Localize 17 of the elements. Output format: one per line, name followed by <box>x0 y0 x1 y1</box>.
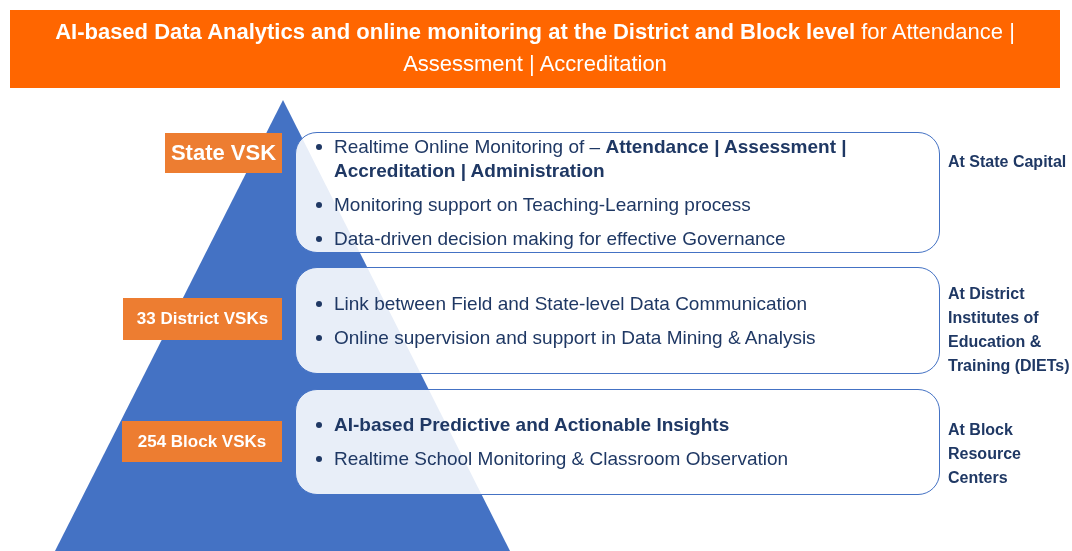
bullet-point-text: AI-based Predictive and Actionable Insights <box>314 413 925 437</box>
bullet-point-text: Realtime Online Monitoring of – Attendance | Assessment | Accreditation | Administration <box>314 134 925 183</box>
bullet-point-text: Data-driven decision making for effective Governance <box>314 226 925 251</box>
info-card <box>295 389 940 495</box>
location-label: At District Institutes of Education & Training (DIETs) <box>948 284 1071 376</box>
bullet-point-text: Monitoring support on Teaching-Learning process <box>314 192 925 217</box>
bullet-point-text: Realtime School Monitoring & Classroom Observation <box>314 447 925 471</box>
bullet-point-text: Online supervision and support in Data Mining & Analysis <box>314 325 925 350</box>
location-label: At Block Resource Centers <box>948 420 1022 488</box>
info-card <box>295 267 940 374</box>
info-card <box>295 132 940 253</box>
level-label: 254 Block VSKs <box>122 421 282 462</box>
level-label: 33 District VSKs <box>123 298 282 340</box>
location-label: At State Capital <box>948 152 1068 172</box>
bullet-point-text: Link between Field and State-level Data Communication <box>314 291 925 316</box>
title-banner: AI-based Data Analytics and online monitoring at the District and Block level for Attendance | Assessment | Accreditation <box>10 10 1060 88</box>
level-label: State VSK <box>165 133 282 173</box>
